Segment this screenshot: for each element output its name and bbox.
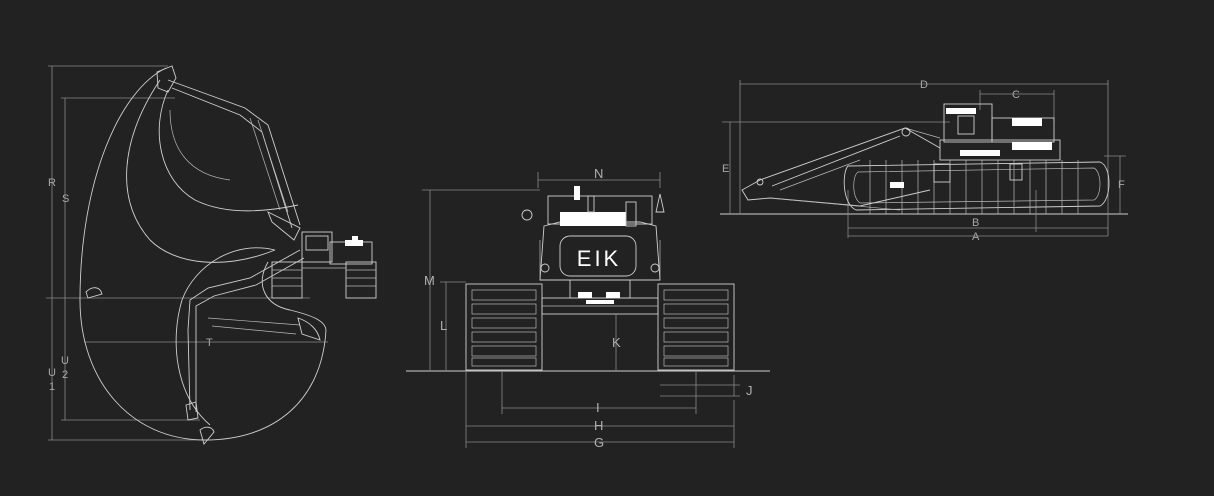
front-left-track <box>465 283 543 371</box>
label-e: E <box>722 163 729 175</box>
label-i: I <box>596 400 600 415</box>
label-u2-sub-2: 2 <box>62 369 68 381</box>
side-track <box>843 160 1110 214</box>
label-f: F <box>1118 179 1125 191</box>
label-m: M <box>424 273 435 288</box>
label-s: S <box>62 193 69 205</box>
label-t: T <box>206 337 213 349</box>
label-k: K <box>612 335 621 350</box>
label-d: D <box>920 79 928 91</box>
front-right-track <box>657 283 735 371</box>
working-range-view: R S T U 1 U 2 <box>46 65 377 445</box>
front-view: EIK N M L K J I H G <box>406 166 770 450</box>
label-u-sub-1: 1 <box>49 381 55 393</box>
reach-view-excavator <box>271 231 377 299</box>
label-a: A <box>972 231 980 243</box>
label-l: L <box>440 318 447 333</box>
label-n: N <box>594 166 603 181</box>
label-u2: U <box>61 355 69 367</box>
label-b: B <box>972 217 979 229</box>
label-h: H <box>594 418 603 433</box>
label-j: J <box>746 383 753 398</box>
side-view: D C E F B A <box>720 79 1128 243</box>
brand-logo: EIK <box>577 246 621 271</box>
label-g: G <box>594 435 604 450</box>
label-u: U <box>48 367 56 379</box>
label-c: C <box>1012 89 1020 101</box>
label-r: R <box>48 177 56 189</box>
